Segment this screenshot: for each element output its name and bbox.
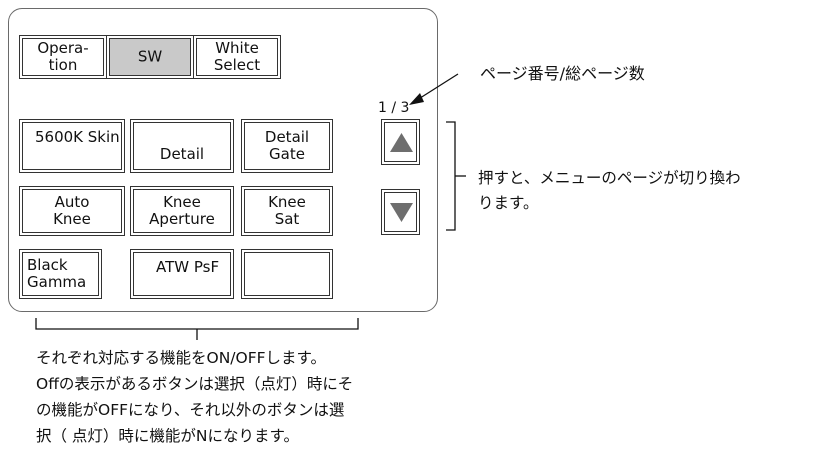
page-number-note: ページ番号/総ページ数 [480, 64, 645, 83]
white-select-label-line2: Select [213, 56, 261, 74]
page-switch-note-line2: ります。 [478, 194, 539, 212]
sw-label: SW [137, 47, 163, 66]
page-switch-note-line1: 押すと、メニューのページが切り換わ [478, 169, 741, 187]
knee-sat-label-line1: Knee [268, 193, 306, 211]
auto-knee-label-line2: Knee [53, 210, 91, 228]
detail-button[interactable]: Detail [130, 119, 234, 173]
white-select-label-line1: White [215, 39, 259, 57]
knee-aperture-button[interactable]: Knee Aperture [130, 186, 234, 236]
knee-sat-label-line2: Sat [274, 210, 300, 228]
5600k-skin-button[interactable]: 5600K Skin [19, 119, 125, 173]
detail-gate-label-line2: Gate [269, 145, 305, 163]
buttons-note-line3: の機能がOFFになり、それ以外のボタンは選 [36, 401, 345, 419]
bottom-bracket [35, 318, 359, 330]
5600k-skin-label: 5600K Skin [35, 128, 120, 146]
black-gamma-label-line2: Gamma [27, 273, 87, 291]
buttons-note-line4: 択（ 点灯）時に機能がNになります。 [36, 427, 299, 445]
triangle-down-icon [390, 203, 413, 222]
detail-label: Detail [159, 145, 205, 163]
auto-knee-label-line1: Auto [54, 193, 90, 211]
operation-label-line1: Opera- [37, 39, 89, 57]
operation-button[interactable]: Opera- tion [19, 35, 107, 79]
right-bracket [446, 121, 456, 231]
empty-button[interactable] [241, 249, 333, 299]
knee-sat-button[interactable]: Knee Sat [241, 186, 333, 236]
buttons-note-line1: それぞれ対応する機能をON/OFFします。 [36, 349, 326, 367]
sw-button[interactable]: SW [106, 35, 194, 79]
detail-gate-button[interactable]: Detail Gate [241, 119, 333, 173]
page-down-button[interactable] [381, 189, 420, 235]
knee-aperture-label-line2: Aperture [149, 210, 215, 228]
atw-psf-button[interactable]: ATW PsF [130, 249, 234, 299]
auto-knee-button[interactable]: Auto Knee [19, 186, 125, 236]
knee-aperture-label-line1: Knee [163, 193, 201, 211]
page-indicator: 1 / 3 [378, 100, 410, 116]
operation-label-line2: tion [48, 56, 78, 74]
white-select-button[interactable]: White Select [193, 35, 281, 79]
atw-psf-label: ATW PsF [156, 258, 220, 276]
buttons-note-line2: Offの表示があるボタンは選択（点灯）時にそ [36, 375, 354, 393]
detail-gate-label-line1: Detail [264, 128, 310, 146]
page-up-button[interactable] [381, 119, 420, 165]
black-gamma-label-line1: Black [27, 256, 68, 274]
black-gamma-button[interactable]: Black Gamma [19, 249, 102, 299]
triangle-up-icon [390, 133, 413, 152]
